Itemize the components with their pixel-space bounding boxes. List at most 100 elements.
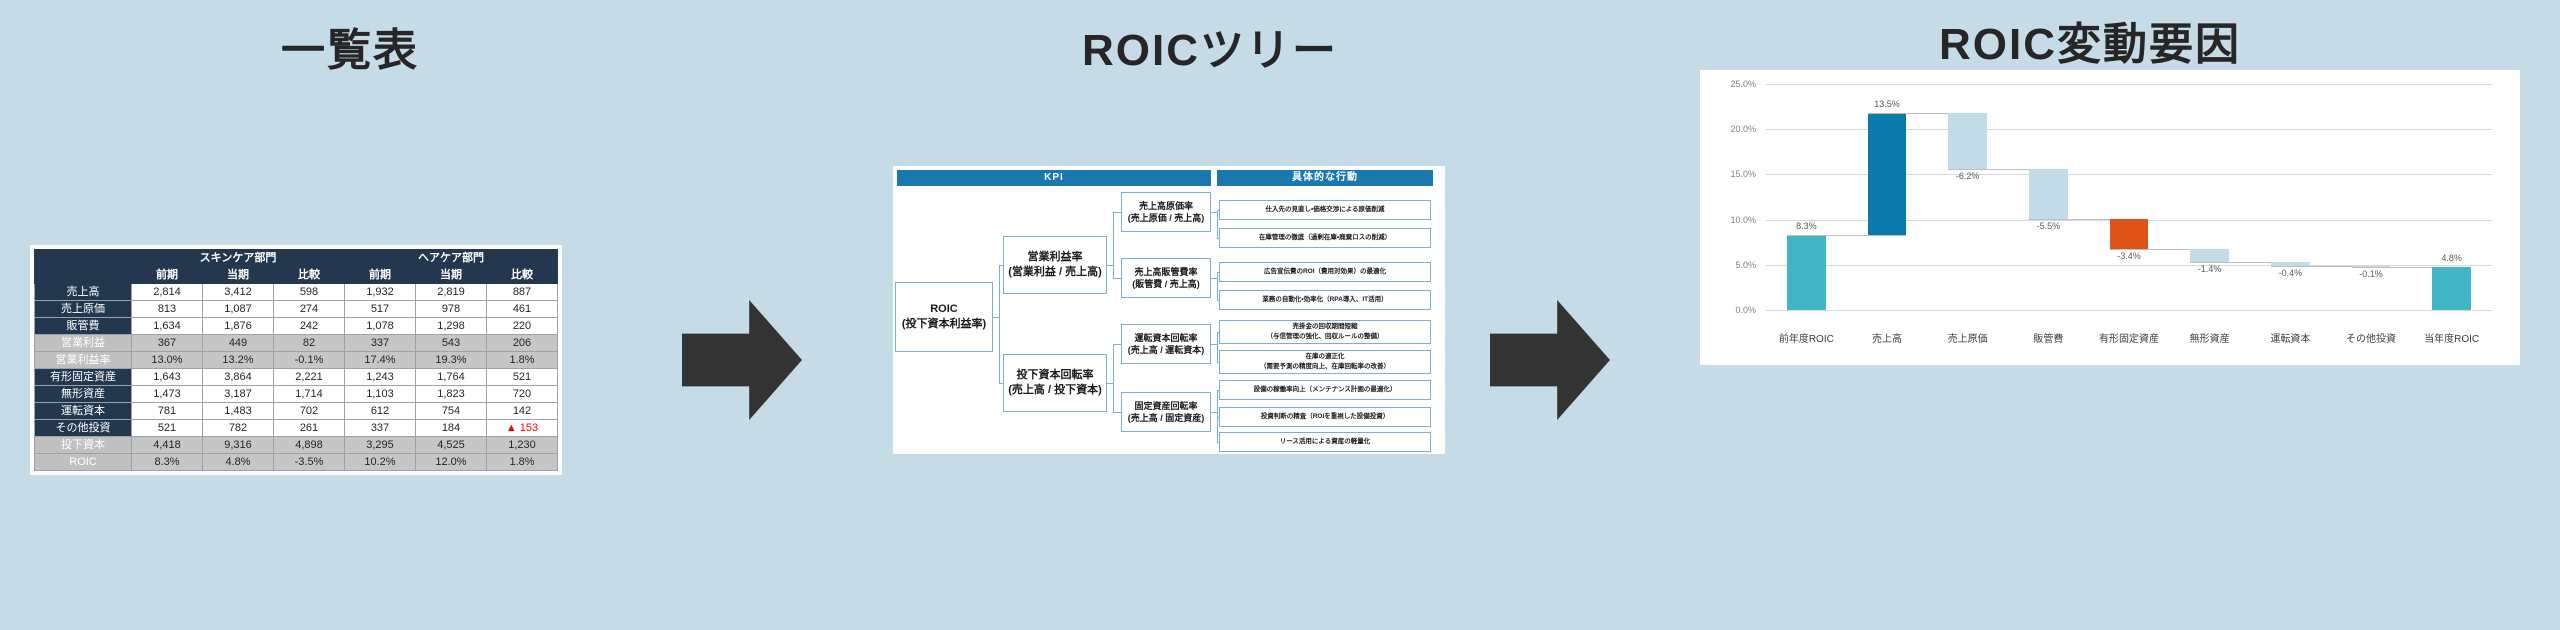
x-axis-tick-label: 売上高: [1872, 334, 1902, 345]
connector-line: [1217, 390, 1219, 391]
table-corner-cell: [34, 249, 132, 284]
tree-action-node: 在庫管理の徹底（過剰在庫・廃棄ロスの削減）: [1219, 228, 1431, 248]
tree-kpi-l2-node-line2: (売上高 / 運転資本): [1127, 345, 1205, 355]
connector-line: [1107, 265, 1113, 266]
table-cell: 449: [202, 334, 274, 352]
sub-header-skincare-curr: 当期: [202, 266, 274, 284]
connector-line: [1211, 412, 1217, 413]
tree-action-node: 在庫の適正化 （需要予測の精度向上、在庫回転率の改善）: [1219, 350, 1431, 374]
band-kpi: KPI: [897, 170, 1211, 186]
table-cell: 12.0%: [415, 453, 487, 471]
connector-line: [1217, 417, 1219, 418]
tree-kpi-l2-node-line1: 固定資産回転率: [1134, 400, 1198, 411]
connector-line: [999, 383, 1003, 384]
row-label: 有形固定資産: [34, 368, 132, 386]
table-cell: 2,814: [131, 283, 203, 301]
connector-line: [1113, 412, 1121, 413]
connector-line: [1211, 212, 1217, 213]
table-cell: 1,473: [131, 385, 203, 403]
table-cell: 13.0%: [131, 351, 203, 369]
waterfall-bar: [2109, 218, 2149, 250]
table-cell: 887: [486, 283, 558, 301]
tree-action-line2: （需要予測の精度向上、在庫回転率の改善）: [1260, 363, 1390, 370]
connector-line: [1217, 300, 1219, 301]
tree-action-line1: 在庫の適正化: [1305, 353, 1345, 361]
tree-canvas: ROIC(投下資本利益率)営業利益率(営業利益 / 売上高)投下資本回転率(売上…: [893, 166, 1433, 452]
connector-line: [1113, 344, 1121, 345]
table-group-header-row: スキンケア部門 ヘアケア部門: [34, 249, 558, 284]
tree-kpi-l2-node-line2: (販管費 / 売上高): [1132, 279, 1200, 289]
y-axis-tick-label: 0.0%: [1735, 305, 1756, 315]
table-cell: 3,295: [344, 436, 416, 454]
connector-line: [1113, 278, 1121, 279]
table-cell: 2,221: [273, 368, 345, 386]
table-cell: 782: [202, 419, 274, 437]
tree-kpi-l2-node: 売上高原価率(売上原価 / 売上高): [1121, 192, 1211, 232]
connector-line: [1211, 278, 1217, 279]
tree-kpi-l2-node-line2: (売上高 / 固定資産): [1127, 413, 1205, 423]
table-cell: ▲ 153: [486, 419, 558, 437]
table-cell: 813: [131, 300, 203, 318]
connector-line: [1113, 344, 1114, 412]
connector-line: [1217, 272, 1219, 273]
tree-action-node: 設備の稼働率向上（メンテナンス計画の最適化）: [1219, 380, 1431, 400]
table-cell: 3,412: [202, 283, 274, 301]
section-title-roic-tree: ROICツリー: [1082, 26, 1338, 75]
gridline: [1766, 310, 2492, 311]
data-label: -0.1%: [2359, 268, 2383, 279]
row-label: 販管費: [34, 317, 132, 335]
table-cell: 598: [273, 283, 345, 301]
table-cell: 461: [486, 300, 558, 318]
table-cell: 1,932: [344, 283, 416, 301]
connector-line: [1217, 332, 1218, 362]
tree-kpi-l2-node-line1: 運転資本回転率: [1134, 332, 1198, 343]
band-action: 具体的な行動: [1217, 170, 1433, 186]
table-cell: 702: [273, 402, 345, 420]
tree-action-node: リース活用による資産の軽量化: [1219, 432, 1431, 452]
group-header-skincare: スキンケア部門: [131, 249, 345, 267]
tree-kpi-l1-node-line2: (売上高 / 投下資本): [1008, 384, 1102, 396]
data-label: -1.4%: [2197, 264, 2222, 275]
tree-action-node: 業務の自動化・効率化（RPA導入、IT活用）: [1219, 290, 1431, 310]
tree-action-line1: 在庫管理の徹底（過剰在庫・廃棄ロスの削減）: [1258, 234, 1392, 242]
table-cell: 17.4%: [344, 351, 416, 369]
row-label: 投下資本: [34, 436, 132, 454]
connector-line: [1217, 272, 1218, 300]
table-cell: 8.3%: [131, 453, 203, 471]
table-cell: 274: [273, 300, 345, 318]
tree-root-node: ROIC(投下資本利益率): [895, 282, 993, 352]
table-cell: 1,643: [131, 368, 203, 386]
table-cell: 521: [131, 419, 203, 437]
tree-action-node: 広告宣伝費のROI（費用対効果）の最適化: [1219, 262, 1431, 282]
waterfall-connector: [1948, 168, 2068, 170]
table-cell: 4,525: [415, 436, 487, 454]
tree-action-line1: 業務の自動化・効率化（RPA導入、IT活用）: [1262, 296, 1388, 304]
table-cell: 19.3%: [415, 351, 487, 369]
data-label: 13.5%: [1874, 98, 1900, 109]
row-label: 売上高: [34, 283, 132, 301]
table-cell: 1,103: [344, 385, 416, 403]
table-cell: 2,819: [415, 283, 487, 301]
row-label: 営業利益: [34, 334, 132, 352]
tree-kpi-l2-node-line1: 売上高原価率: [1138, 200, 1193, 211]
gridline: [1766, 84, 2492, 85]
waterfall-connector: [2109, 249, 2229, 251]
table-cell: 754: [415, 402, 487, 420]
waterfall-bar: [2028, 168, 2068, 219]
x-axis-tick-label: 販管費: [2033, 334, 2064, 345]
connector-line: [1113, 212, 1121, 213]
connector-line: [1217, 238, 1219, 239]
table-cell: 1,243: [344, 368, 416, 386]
table-cell: 10.2%: [344, 453, 416, 471]
table-cell: 242: [273, 317, 345, 335]
section-title-list: 一覧表: [281, 26, 419, 75]
x-axis-tick-label: その他投資: [2346, 334, 2396, 345]
connector-line: [1217, 210, 1218, 238]
waterfall-bar: [2190, 249, 2230, 263]
table-cell: 1,078: [344, 317, 416, 335]
table-cell: 13.2%: [202, 351, 274, 369]
